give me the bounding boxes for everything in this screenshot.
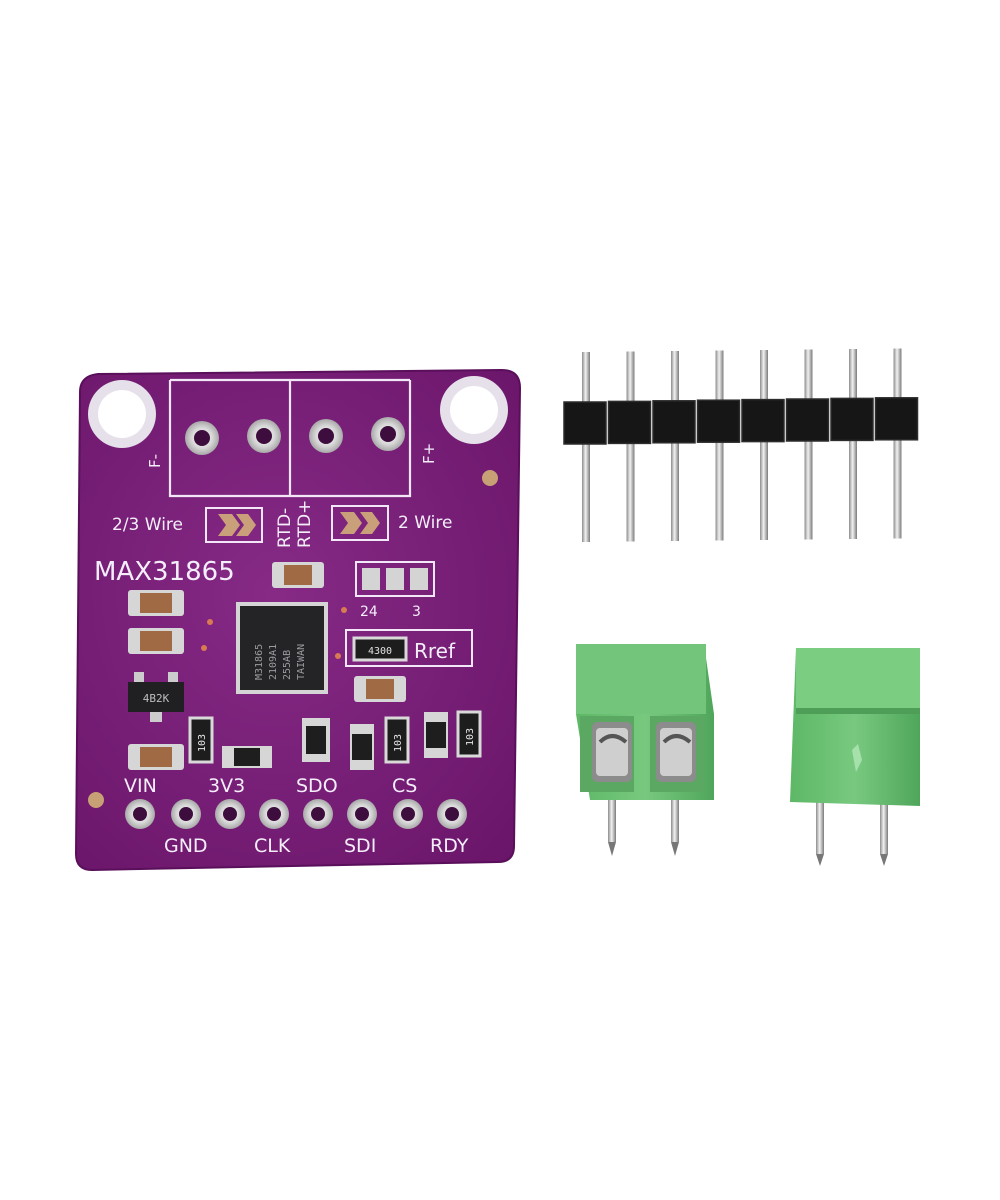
resistor-code-3: 103 (465, 728, 476, 746)
regulator-4b2k: 4B2K (128, 672, 184, 722)
header-plastic-segment (830, 397, 874, 442)
header-plastic-segment (741, 398, 785, 443)
resistor-code-2: 103 (393, 734, 404, 752)
capacitors (128, 562, 406, 770)
rref-resistor: 4300 (345, 629, 473, 667)
header-pin (671, 351, 679, 541)
pin-label-sdo: SDO (296, 775, 338, 797)
label-rtd-minus: RTD- (275, 508, 295, 548)
header-plastic-segment (874, 397, 919, 441)
header-plastic-segment (607, 400, 652, 445)
chip-marking-4: TAIWAN (296, 644, 307, 680)
max31865-chip: M31865 2109A1 255AB TAIWAN (236, 602, 328, 694)
header-pin (582, 352, 590, 542)
terminal-silkscreen-outline (168, 378, 412, 498)
pin-label-cs: CS (392, 775, 417, 797)
pin-label-clk: CLK (254, 835, 291, 857)
pin-header-8pin (563, 348, 919, 542)
label-f-plus: F+ (420, 443, 438, 464)
small-components (222, 712, 448, 770)
header-pin (626, 351, 635, 542)
header-plastic-segment (652, 400, 696, 444)
resistors: 103 103 103 (188, 710, 482, 764)
chip-marking-3: 255AB (282, 650, 293, 680)
vias (88, 470, 498, 808)
pin-label-3v3: 3V3 (208, 775, 245, 797)
jumper-23wire (205, 507, 263, 543)
transistor-code: 4B2K (143, 692, 170, 705)
label-f-minus: F- (146, 454, 164, 468)
pin-label-rdy: RDY (430, 835, 469, 857)
rref-label: Rref (414, 639, 456, 663)
label-2-wire: 2 Wire (398, 513, 452, 533)
jumper-2wire (331, 505, 389, 541)
header-pin (804, 349, 813, 540)
resistor-code-1: 103 (197, 734, 208, 752)
mounting-hole-left (88, 380, 156, 448)
label-23-wire: 2/3 Wire (112, 515, 183, 535)
label-rtd-plus: RTD+ (295, 500, 315, 548)
chip-marking-2: 2109A1 (268, 644, 279, 680)
board-title: MAX31865 (94, 557, 235, 587)
header-pin (760, 350, 768, 540)
jumper-24-3 (355, 561, 435, 597)
max31865-board: F- F+ RTD- RTD+ 2/3 Wire 2 Wire MAX31865… (74, 368, 522, 872)
terminal-block-front (576, 644, 714, 856)
mounting-hole-right (440, 376, 508, 444)
terminal-pads (185, 417, 405, 455)
jumper-label-3: 3 (412, 604, 421, 620)
header-plastic-segment (785, 398, 830, 442)
jumper-label-24: 24 (360, 604, 378, 620)
header-plastic-segment (563, 401, 607, 445)
header-pin (893, 348, 902, 539)
header-pads (125, 799, 467, 829)
rref-code: 4300 (368, 646, 392, 657)
pin-label-gnd: GND (164, 835, 208, 857)
header-pin (849, 349, 857, 539)
pin-label-sdi: SDI (344, 835, 376, 857)
header-plastic-segment (696, 399, 741, 443)
terminal-block-rear (790, 648, 920, 866)
chip-marking-1: M31865 (254, 644, 265, 680)
header-pin (715, 350, 724, 541)
pin-label-vin: VIN (124, 775, 157, 797)
